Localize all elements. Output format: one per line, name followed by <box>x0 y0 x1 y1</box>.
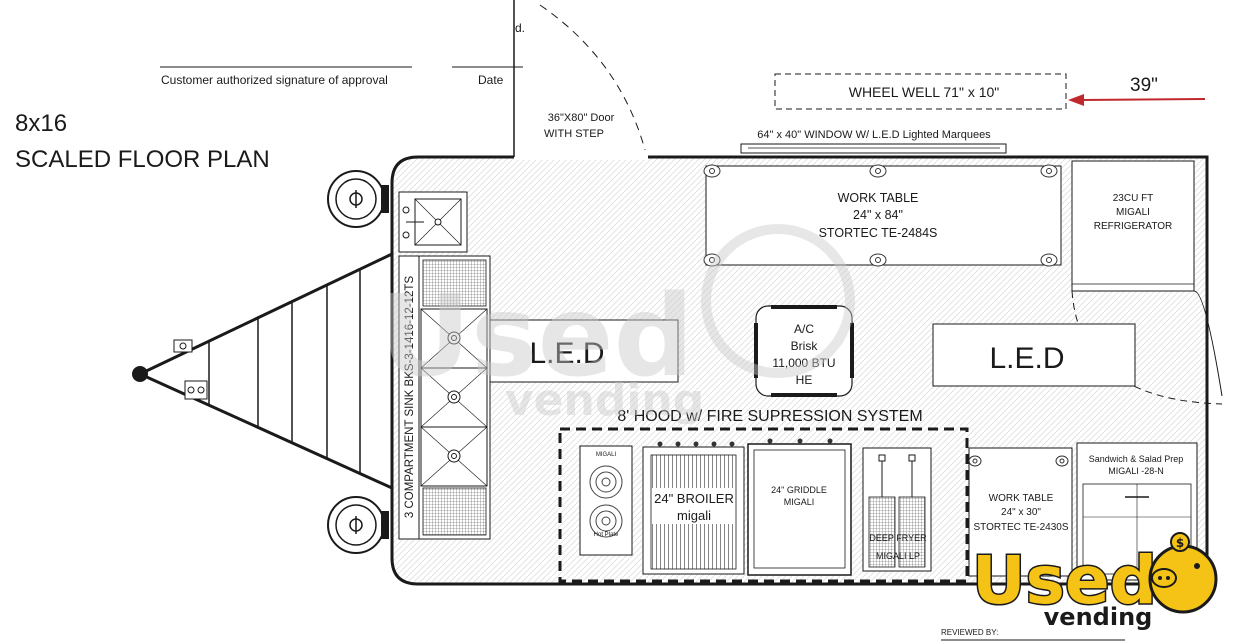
three-compartment-sink: 3 COMPARTMENT SINK BKS-3-1416-12-12TS <box>398 255 491 540</box>
hood: 8' HOOD w/ FIRE SUPRESSION SYSTEM <box>558 408 969 583</box>
led-right: L.E.D <box>932 323 1136 387</box>
deep-fryer-line1: DEEP FRYER <box>869 533 927 543</box>
sink-label: 3 COMPARTMENT SINK BKS-3-1416-12-12TS <box>404 276 416 519</box>
prep-table-line2: MIGALI -28-N <box>1108 466 1164 476</box>
led-left: L.E.D <box>473 319 679 383</box>
sink-basin <box>420 308 488 369</box>
wheel-well-dimension: 39" <box>1130 75 1158 96</box>
work-table-small-line1: WORK TABLE <box>989 493 1054 504</box>
refrigerator: 23CU FT MIGALI REFRIGERATOR <box>1071 160 1223 405</box>
used-vending-logo: Used $ vending <box>971 532 1218 631</box>
hood-label: 8' HOOD w/ FIRE SUPRESSION SYSTEM <box>617 408 922 425</box>
ac-line3: 11,000 BTU <box>772 356 835 370</box>
ac-line1: A/C <box>794 322 814 336</box>
trailer-tongue <box>132 252 393 490</box>
led-right-label: L.E.D <box>989 342 1064 375</box>
deep-fryer: DEEP FRYER MIGALI LP <box>862 447 932 572</box>
led-left-label: L.E.D <box>529 337 604 370</box>
logo-vending-text: vending <box>1044 603 1153 631</box>
work-table-small-line2: 24" x 30" <box>1001 507 1041 518</box>
hand-sink <box>398 191 468 253</box>
wheel-well: WHEEL WELL 71" x 10" 39" <box>774 73 1206 110</box>
door: 36"X80" Door WITH STEP <box>513 0 648 160</box>
sink-basin <box>420 426 488 487</box>
signature-label: Customer authorized signature of approva… <box>161 73 388 87</box>
work-table-small: WORK TABLE 24" x 30" STORTEC TE-2430S <box>968 447 1073 577</box>
window: 64" x 40" WINDOW W/ L.E.D Lighted Marque… <box>740 129 1007 154</box>
refrigerator-line1: 23CU FT <box>1113 193 1154 204</box>
deep-fryer-line2: MIGALI LP <box>876 551 920 561</box>
door-label-2: WITH STEP <box>544 128 604 140</box>
door-label-1: 36"X80" Door <box>548 112 615 124</box>
hot-plate-label: Hot Plate <box>594 532 619 538</box>
window-label: 64" x 40" WINDOW W/ L.E.D Lighted Marque… <box>757 129 991 141</box>
broiler-line2: migali <box>677 508 711 523</box>
work-table-small-line3: STORTEC TE-2430S <box>973 522 1068 533</box>
partial-top-text: d. <box>515 21 525 35</box>
hot-plate: MIGALI Hot Plate <box>579 445 633 556</box>
work-table-large-line2: 24" x 84" <box>853 208 903 222</box>
work-table-large-line3: STORTEC TE-2484S <box>819 226 938 240</box>
griddle-line1: 24" GRIDDLE <box>771 485 827 495</box>
logo-dollar-icon: $ <box>1176 536 1184 550</box>
ac-line2: Brisk <box>791 339 819 353</box>
refrigerator-line3: REFRIGERATOR <box>1094 221 1173 232</box>
wheel-well-label: WHEEL WELL 71" x 10" <box>849 84 1000 100</box>
wheel-top <box>327 170 389 228</box>
ac-unit: A/C Brisk 11,000 BTU HE <box>754 305 854 397</box>
signature-block: Customer authorized signature of approva… <box>160 21 525 87</box>
work-table-large: WORK TABLE 24" x 84" STORTEC TE-2484S <box>703 164 1062 267</box>
griddle: 24" GRIDDLE MIGALI <box>747 438 852 576</box>
watermark-text: Used <box>380 272 694 402</box>
work-table-large-line1: WORK TABLE <box>838 191 919 205</box>
sink-basin <box>420 367 488 428</box>
ac-line4: HE <box>796 373 813 387</box>
watermark-sub: vending <box>505 375 704 426</box>
reviewed-by-label: REVIEWED BY: <box>941 628 998 637</box>
watermark: Used vending <box>380 224 855 426</box>
hot-plate-brand: MIGALI <box>596 452 617 458</box>
griddle-line2: MIGALI <box>784 497 815 507</box>
plan-title: SCALED FLOOR PLAN <box>15 146 270 173</box>
broiler: 24" BROILER migali <box>642 441 745 575</box>
refrigerator-line2: MIGALI <box>1116 207 1150 218</box>
wheel-bottom <box>327 496 389 554</box>
plan-size: 8x16 <box>15 110 67 137</box>
logo-used-text: Used <box>972 542 1157 619</box>
broiler-line1: 24" BROILER <box>654 491 734 506</box>
reviewed-by: REVIEWED BY: <box>941 628 1125 641</box>
prep-table-line1: Sandwich & Salad Prep <box>1089 454 1184 464</box>
date-label: Date <box>478 73 504 87</box>
